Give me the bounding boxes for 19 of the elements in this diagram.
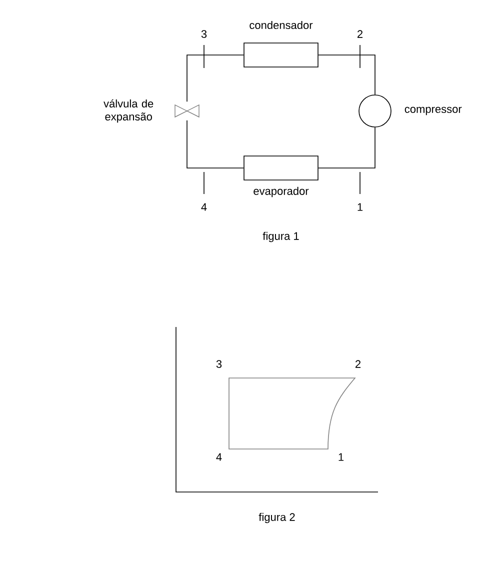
node-label: condensador	[250, 20, 313, 30]
point-number: 2	[358, 30, 363, 38]
figure-caption: figura 1	[262, 232, 299, 242]
pipe-line	[318, 127, 376, 168]
point-number: 3	[201, 30, 207, 38]
node-label: evaporador	[254, 186, 309, 198]
pipe-line	[318, 54, 376, 95]
heat-exchanger-box: condensador	[244, 20, 318, 68]
point-number: 4	[216, 453, 222, 461]
point-number: 2	[356, 360, 361, 368]
node-label: compressor	[404, 106, 462, 116]
heat-exchanger-box: evaporador	[244, 156, 318, 198]
point-number: 3	[216, 360, 222, 368]
pipe-line	[186, 54, 244, 102]
point-number: 1	[338, 453, 344, 461]
point-number: 4	[201, 203, 207, 211]
point-number: 1	[358, 203, 363, 211]
figure-caption: figura 2	[258, 512, 295, 524]
pipe-line	[186, 120, 244, 168]
